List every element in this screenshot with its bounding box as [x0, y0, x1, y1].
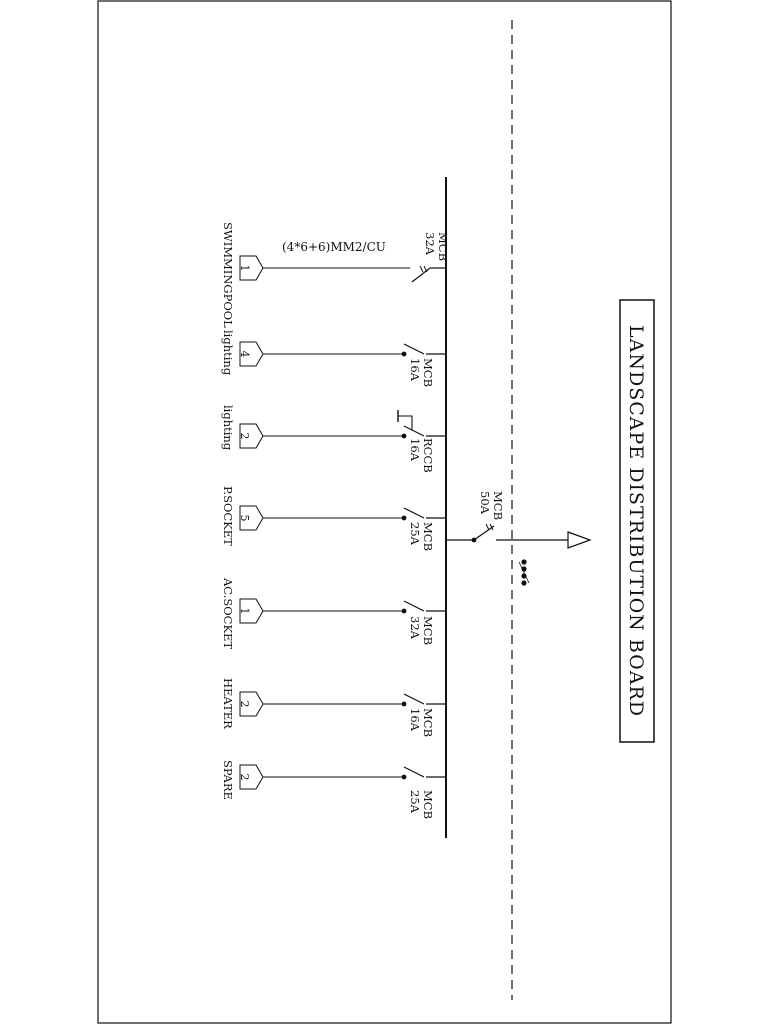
sheet-border — [97, 0, 672, 1024]
circuit-qty-tag — [239, 341, 264, 367]
cable-spec: (4*6+6)MM2/CU — [282, 240, 386, 254]
circuit-qty: 4 — [238, 351, 251, 358]
circuit-rating: 16A — [408, 708, 422, 732]
circuit-qty: 1 — [238, 608, 251, 615]
circuit-3: 2 RCCB 16A lighting — [221, 405, 446, 473]
circuit-switch-blade — [403, 343, 425, 355]
circuit-qty-tag — [239, 691, 264, 717]
title-box — [619, 299, 655, 743]
phase-marks-icon — [518, 559, 530, 586]
incomer-arrow-icon — [567, 531, 592, 549]
board-title: LANDSCAPE DISTRIBUTION BOARD — [625, 325, 647, 717]
incomer-trip-mark — [485, 523, 490, 531]
circuit-breaker-type: MCB — [421, 616, 435, 645]
circuit-qty-tag — [239, 764, 264, 790]
incomer-trip-mark — [489, 523, 494, 531]
circuit-1: 1 MCB 32A SWIMMINGPOOL — [221, 222, 450, 328]
circuit-load-label: SPARE — [221, 760, 235, 800]
incomer-breaker-type: MCB — [491, 491, 505, 520]
circuit-7: 2 MCB 25A SPARE — [221, 760, 446, 819]
circuit-trip-mark — [423, 265, 428, 273]
circuit-qty: 2 — [238, 433, 251, 440]
circuit-5: 1 MCB 32A AC.SOCKET — [221, 577, 446, 649]
circuit-qty-tag — [239, 255, 264, 281]
circuit-qty-tag — [239, 505, 264, 531]
circuit-breaker-type: MCB — [421, 790, 435, 819]
circuit-rating: 32A — [423, 232, 437, 256]
circuit-qty: 2 — [238, 701, 251, 708]
circuit-load-label: SWIMMINGPOOL — [221, 222, 235, 328]
circuit-switch-blade — [411, 267, 431, 283]
circuit-breaker-type: MCB — [421, 358, 435, 387]
incomer-rating: 50A — [478, 491, 492, 515]
circuit-qty-tag — [239, 423, 264, 449]
circuit-load-label: lighting — [221, 405, 235, 451]
circuit-switch-blade — [403, 425, 425, 437]
circuit-breaker-type: RCCB — [421, 438, 435, 473]
circuit-breaker-type: MCB — [421, 522, 435, 551]
circuit-qty: 5 — [238, 515, 251, 522]
circuit-qty-tag — [239, 598, 264, 624]
circuit-switch-blade — [403, 600, 425, 612]
circuit-rating: 16A — [408, 358, 422, 382]
circuit-load-label: AC.SOCKET — [221, 577, 235, 649]
earth-lead — [398, 415, 413, 430]
circuit-4: 5 MCB 25A P.SOCKET — [221, 486, 446, 551]
incomer-switch-blade — [473, 525, 495, 541]
circuit-rating: 25A — [408, 522, 422, 546]
circuit-rating: 32A — [408, 616, 422, 640]
circuit-switch-blade — [403, 693, 425, 705]
incomer: MCB 50A — [446, 491, 592, 586]
circuit-switch-blade — [403, 507, 425, 519]
circuit-6: 2 MCB 16A HEATER — [221, 678, 446, 737]
circuit-trip-mark — [419, 265, 424, 273]
circuit-breaker-type: MCB — [421, 708, 435, 737]
circuit-load-label: P.SOCKET — [221, 486, 235, 546]
circuit-rating: 16A — [408, 438, 422, 462]
circuit-qty: 2 — [238, 774, 251, 781]
circuit-qty: 1 — [238, 265, 251, 272]
circuit-load-label: HEATER — [221, 678, 235, 729]
circuit-rating: 25A — [408, 790, 422, 814]
circuit-breaker-type: MCB — [436, 232, 450, 261]
circuit-switch-blade — [403, 766, 425, 778]
circuit-2: 4 MCB 16A lighting — [221, 330, 446, 387]
circuit-load-label: lighting — [221, 330, 235, 376]
